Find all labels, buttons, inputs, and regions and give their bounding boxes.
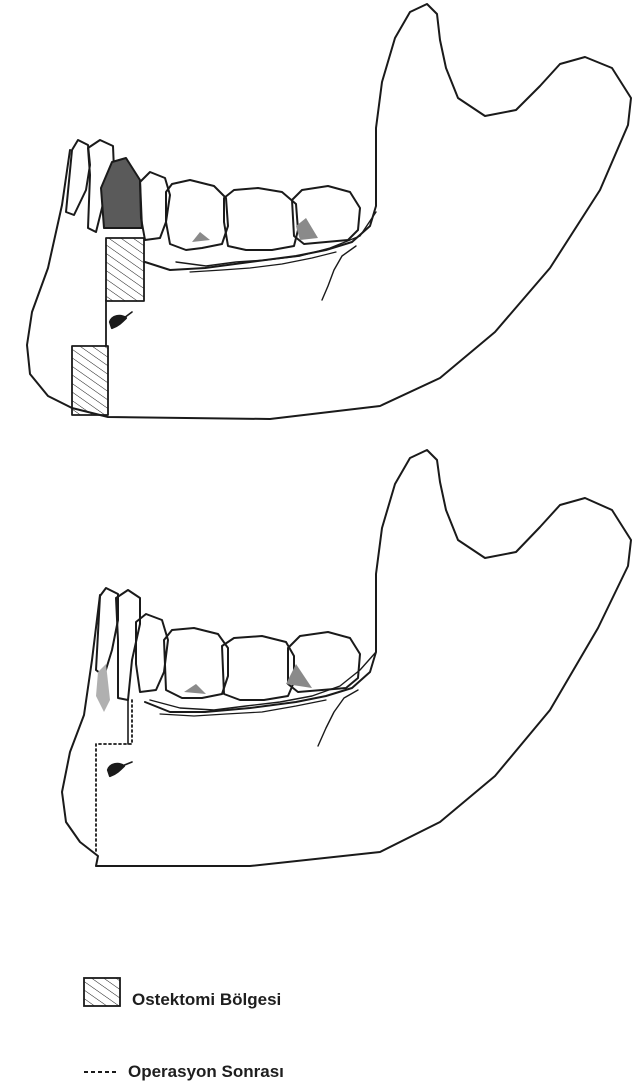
mandible-diagram-preoperative [27, 4, 631, 419]
postoperative-contour-dotted [96, 700, 132, 852]
inferior-alveolar-canal-postop [318, 690, 358, 746]
root-shadow-premolar [192, 232, 210, 242]
osteotomy-region-lower [72, 346, 108, 415]
root-shadow-premolar-postop [184, 684, 206, 694]
tooth-premolar-1-postop [136, 614, 168, 692]
legend: Ostektomi Bölgesi Operasyon Sonrası [84, 978, 284, 1081]
root-shadow-molar [296, 218, 318, 240]
tooth-molar-1-postop [222, 636, 294, 700]
gum-line-inner [190, 252, 336, 272]
tooth-molar-1 [224, 188, 298, 250]
legend-label-postoperative: Operasyon Sonrası [128, 1062, 284, 1081]
legend-item-osteotomy: Ostektomi Bölgesi [84, 978, 281, 1009]
root-shadow-molar-postop [286, 664, 312, 688]
mental-foramen-tail-postop [122, 762, 132, 766]
mandible-outline-postop [62, 450, 631, 866]
tooth-canine-shaded [101, 158, 142, 228]
osteotomy-region-upper [106, 238, 144, 301]
mandible-diagram-postoperative [62, 450, 631, 866]
mental-foramen-tail [124, 312, 132, 318]
legend-item-postoperative: Operasyon Sonrası [84, 1062, 284, 1081]
legend-label-osteotomy: Ostektomi Bölgesi [132, 990, 281, 1009]
legend-hatched-box-icon [84, 978, 120, 1006]
tooth-incisor-front-postop [96, 588, 118, 676]
